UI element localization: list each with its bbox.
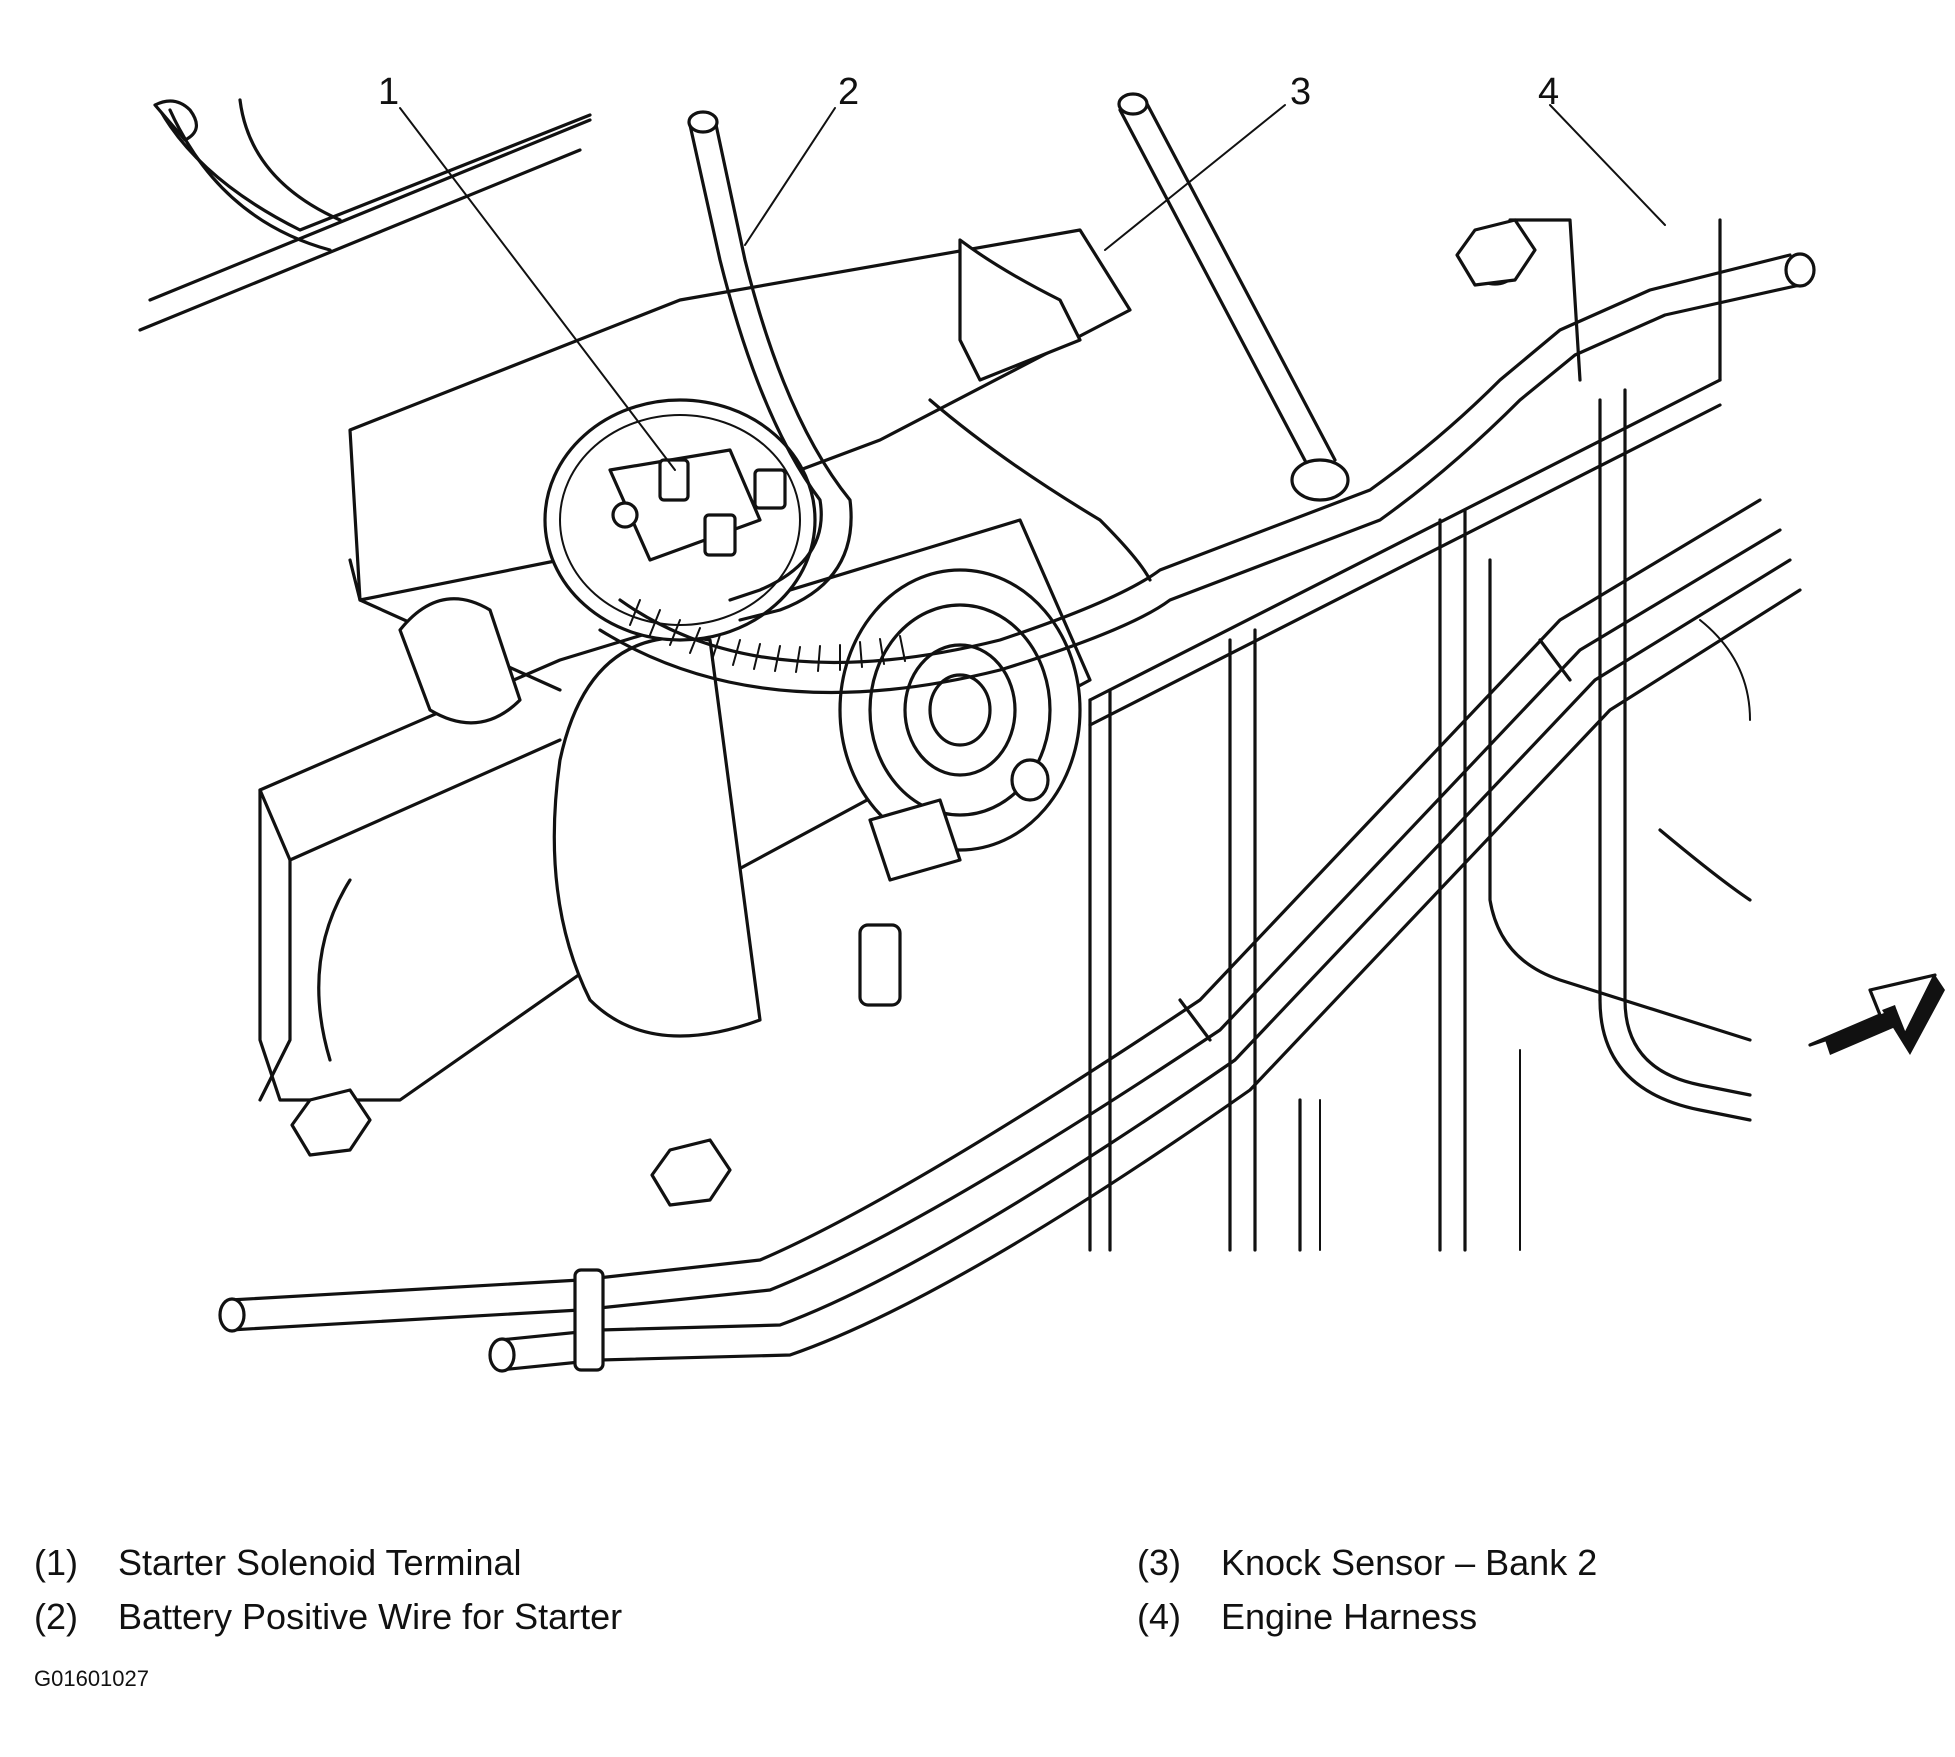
starter-solenoid	[543, 398, 817, 642]
legend-text: Starter Solenoid Terminal	[118, 1542, 522, 1583]
leader-line-4	[1549, 104, 1666, 226]
starter-wiring-diagram: 1 2 3 4	[138, 71, 1945, 1373]
leader-line-1	[399, 107, 676, 471]
direction-arrow-icon	[1808, 973, 1945, 1055]
engine-block	[1088, 218, 1752, 1252]
legend-number: (1)	[34, 1542, 78, 1583]
legend-text: Engine Harness	[1221, 1596, 1478, 1637]
leader-line-2	[744, 107, 836, 246]
legend-text: Battery Positive Wire for Starter	[118, 1596, 623, 1637]
solenoid-terminal	[658, 458, 690, 502]
legend-number: (4)	[1137, 1596, 1181, 1637]
legend-number: (3)	[1137, 1542, 1181, 1583]
callout-numbers: 1 2 3 4	[378, 71, 1559, 113]
lower-harness	[218, 498, 1802, 1373]
callout-2: 2	[838, 71, 859, 113]
legend-item-1: (1) Starter Solenoid Terminal	[34, 1536, 622, 1590]
callout-3: 3	[1290, 71, 1311, 113]
leader-lines	[399, 104, 1666, 471]
knock-sensor	[928, 92, 1350, 582]
legend-left: (1) Starter Solenoid Terminal (2) Batter…	[34, 1536, 622, 1644]
figure-id: G01601027	[34, 1666, 149, 1691]
leader-line-3	[1104, 104, 1286, 251]
legend-text: Knock Sensor – Bank 2	[1221, 1542, 1598, 1583]
callout-4: 4	[1538, 71, 1559, 113]
frame-rail	[138, 98, 592, 332]
legend-right: (3) Knock Sensor – Bank 2 (4) Engine Har…	[1137, 1536, 1597, 1644]
legend-number: (2)	[34, 1596, 78, 1637]
legend-item-3: (3) Knock Sensor – Bank 2	[1137, 1536, 1597, 1590]
legend-item-2: (2) Battery Positive Wire for Starter	[34, 1590, 622, 1644]
battery-positive-wire	[687, 110, 853, 622]
callout-1: 1	[378, 71, 399, 113]
mounting-nuts	[290, 218, 1537, 1207]
legend-item-4: (4) Engine Harness	[1137, 1590, 1597, 1644]
